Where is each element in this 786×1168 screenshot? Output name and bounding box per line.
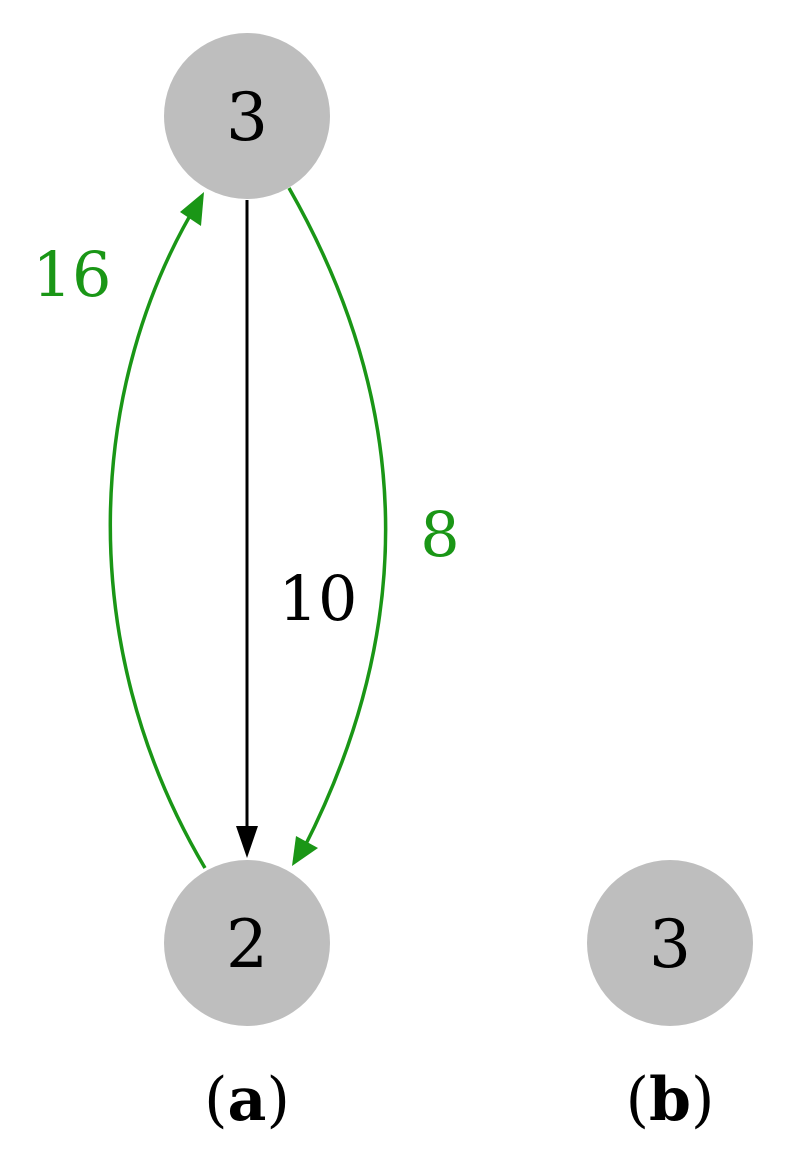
node-label: 3 [226, 79, 268, 156]
edge-label-10: 10 [279, 562, 358, 635]
panel-a-edges [108, 187, 388, 869]
caption-b-letter: b [649, 1065, 691, 1135]
node-circle [164, 33, 330, 199]
node-circle [164, 860, 330, 1026]
node-label: 3 [649, 906, 691, 983]
edge-2-to-3-green [108, 201, 207, 869]
caption-b-open: ( [626, 1065, 649, 1135]
edge-3-to-2-green [287, 187, 388, 849]
caption-a: (a) [204, 1065, 290, 1135]
caption-a-open: ( [204, 1065, 227, 1135]
caption-a-close: ) [266, 1065, 289, 1135]
panel-a-node-top: 3 [164, 33, 330, 199]
edge-label-16: 16 [33, 238, 112, 311]
node-circle [587, 860, 753, 1026]
caption-b: (b) [626, 1065, 715, 1135]
edge-label-8: 8 [420, 498, 459, 571]
node-label: 2 [226, 906, 268, 983]
edge-3-to-2-green-arrowhead [292, 836, 318, 866]
edge-3-to-2-black-arrowhead [236, 826, 258, 858]
panel-a-node-bottom: 2 [164, 860, 330, 1026]
caption-b-close: ) [691, 1065, 714, 1135]
caption-a-letter: a [228, 1065, 267, 1135]
edge-2-to-3-arrowhead [180, 192, 204, 226]
panel-b-node: 3 [587, 860, 753, 1026]
